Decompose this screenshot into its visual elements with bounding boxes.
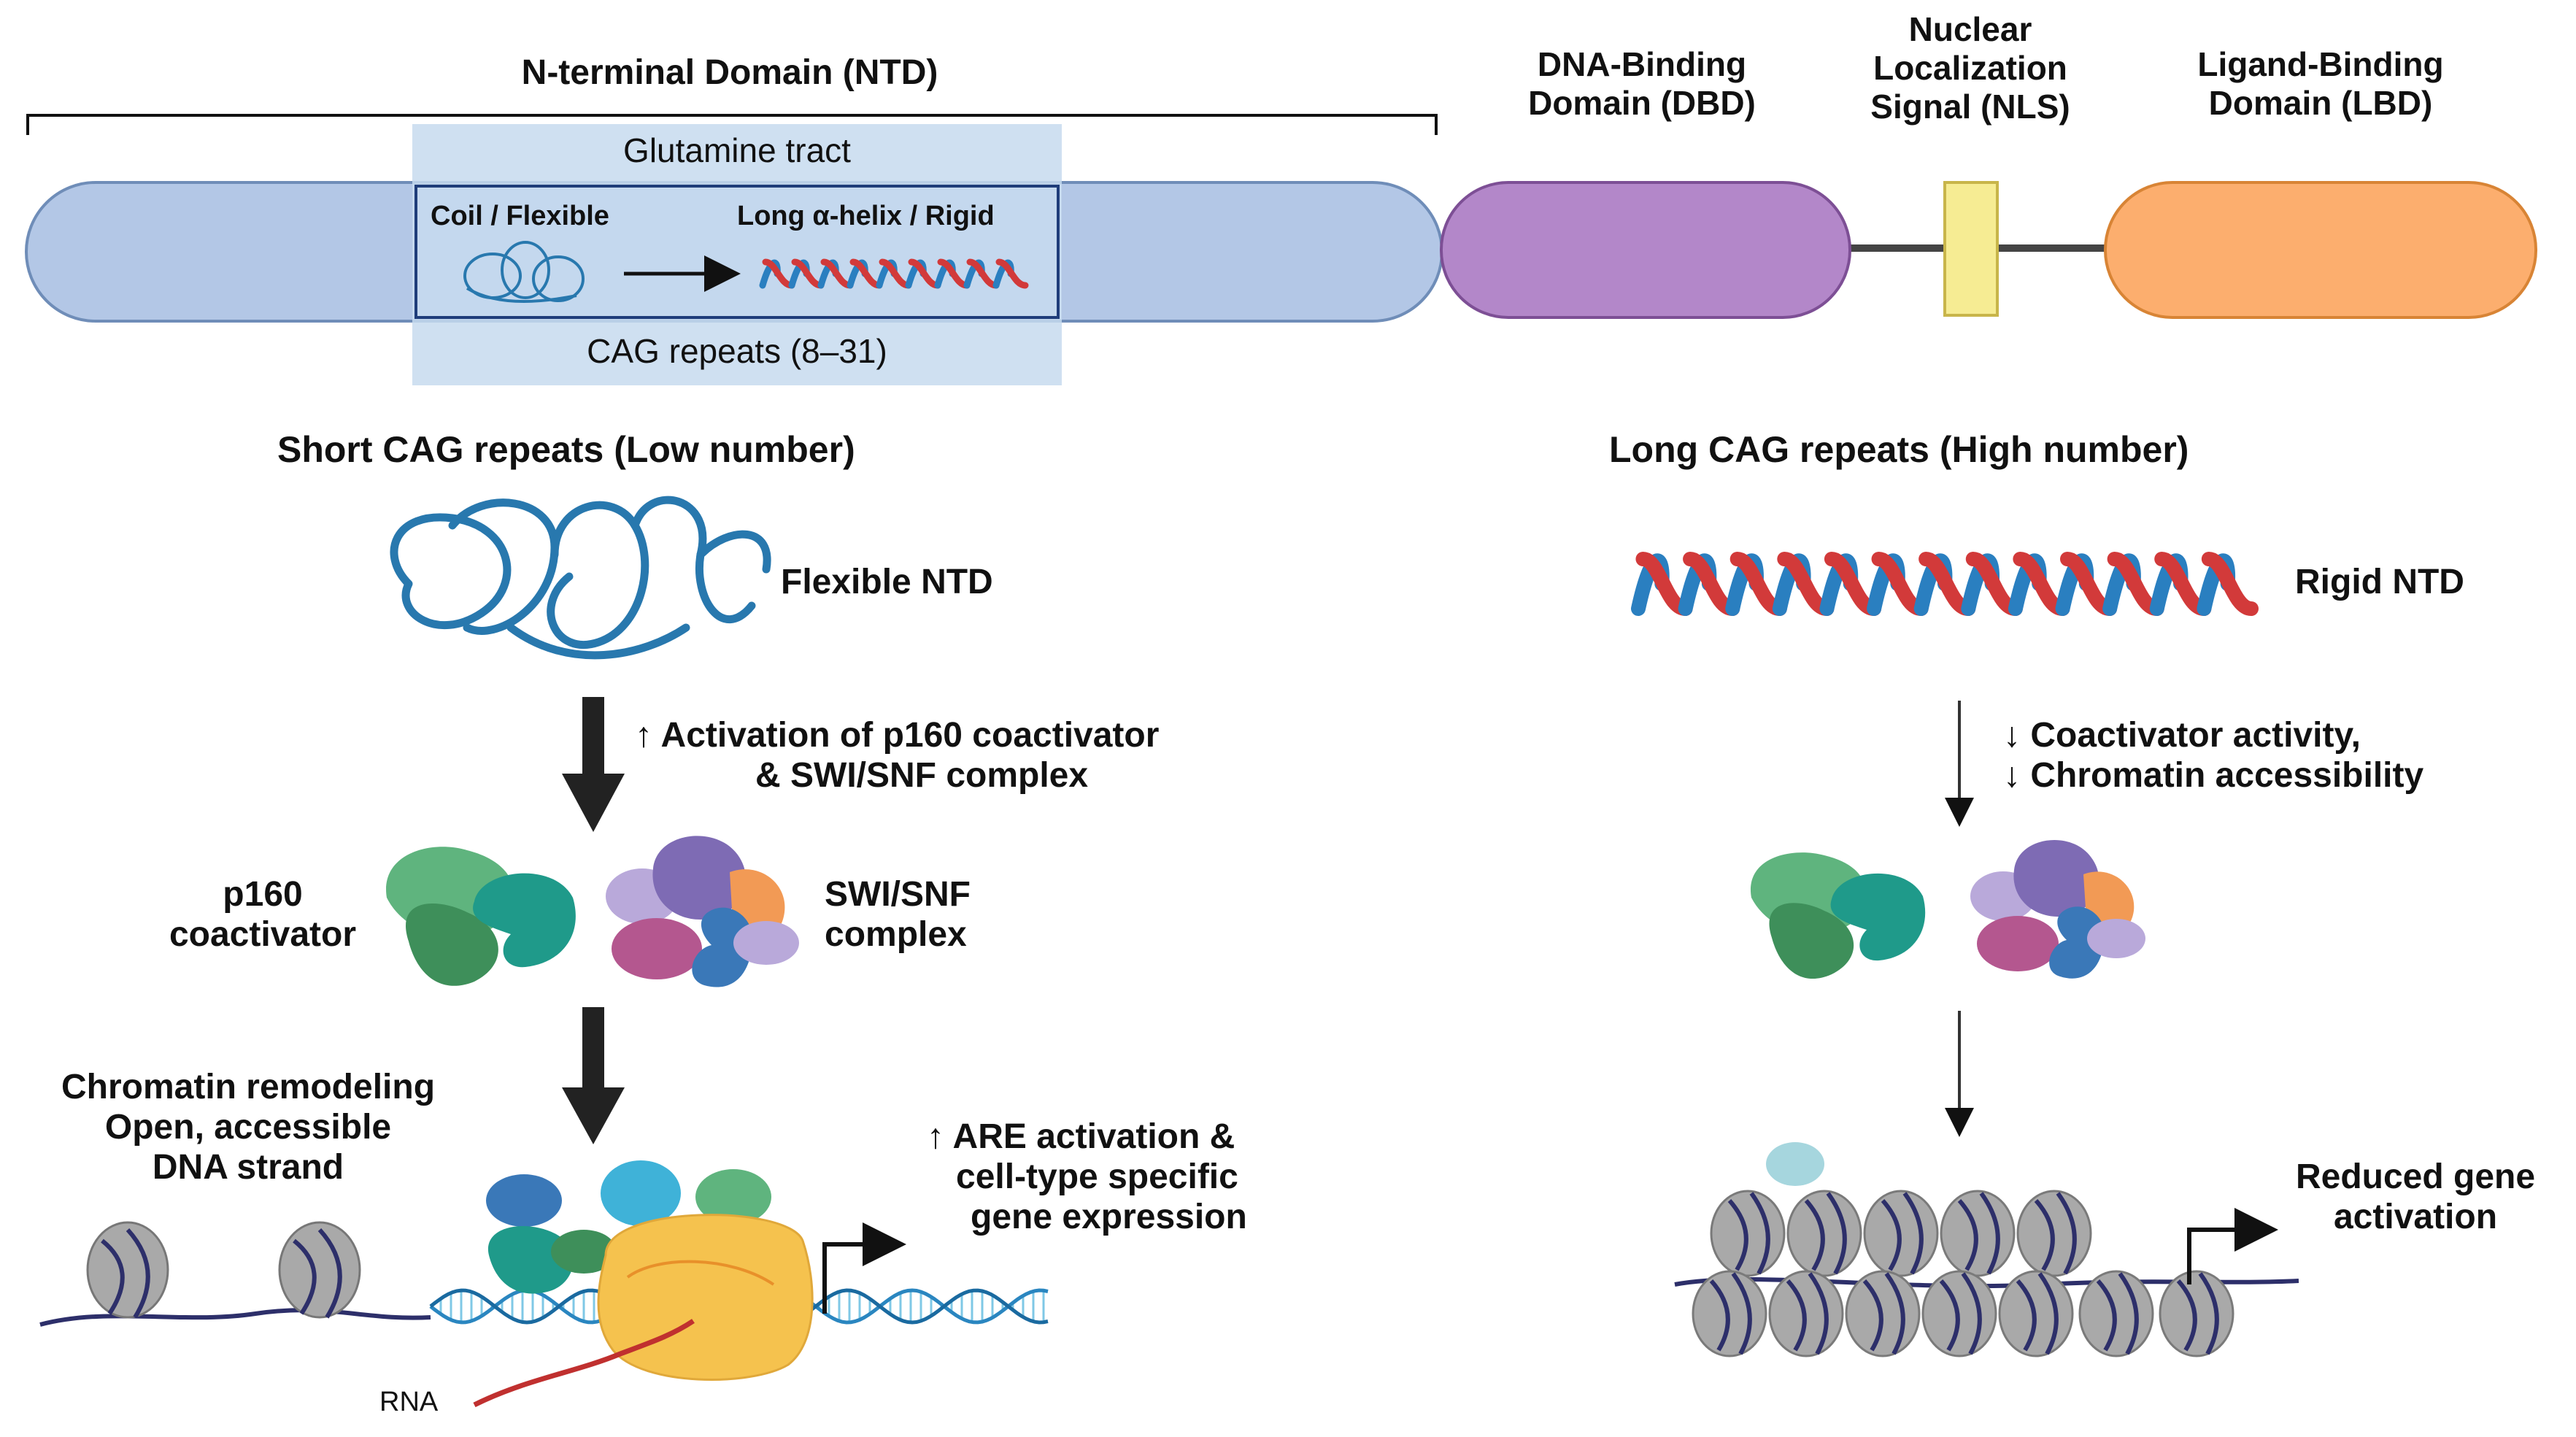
- dbd-title: DNA-Binding Domain (DBD): [1489, 45, 1795, 123]
- swi-snf-complex-right: [1970, 840, 2145, 979]
- helix-rigid-label: Long α-helix / Rigid: [737, 201, 995, 231]
- reduced-activation-label: Reduced gene activation: [2270, 1157, 2561, 1237]
- left-arrow-1: [562, 697, 625, 832]
- nls-line-1: Nuclear: [1908, 10, 2032, 48]
- p160-coactivator-left: [386, 847, 576, 986]
- rna-label: RNA: [379, 1387, 439, 1417]
- left-nucleosome-1: [86, 1221, 169, 1319]
- swi-line-1: SWI/SNF: [825, 875, 971, 914]
- lbd-domain: [2104, 181, 2537, 319]
- small-coil-icon: [463, 241, 585, 303]
- p160-label: p160 coactivator: [139, 874, 387, 955]
- flexible-ntd-label: Flexible NTD: [781, 563, 993, 601]
- left-dna-strand: [39, 1308, 431, 1327]
- nls-line-2: Localization: [1873, 48, 2067, 87]
- chrom-line-1: Chromatin remodeling: [61, 1068, 436, 1106]
- glutamine-tract-title: Glutamine tract: [623, 131, 851, 169]
- rigid-ntd-label: Rigid NTD: [2295, 563, 2464, 601]
- dbd-domain: [1440, 181, 1851, 319]
- glutamine-tract-box: [412, 124, 1062, 385]
- chrom-line-3: DNA strand: [152, 1148, 344, 1187]
- are-activation-label: ↑ ARE activation & cell-type specific ge…: [927, 1117, 1247, 1238]
- reduced-line-1: Reduced gene: [2295, 1157, 2536, 1196]
- swi-snf-complex-left: [606, 836, 799, 987]
- rna-strand: [473, 1319, 695, 1408]
- lbd-line-2: Domain (LBD): [2208, 83, 2433, 122]
- p160-coactivator-right: [1750, 852, 1926, 979]
- swi-snf-label: SWI/SNF complex: [825, 874, 971, 955]
- left-tss-arrow: [822, 1222, 906, 1314]
- nls-title: Nuclear Localization Signal (NLS): [1810, 10, 2131, 126]
- lbd-line-1: Ligand-Binding: [2197, 45, 2444, 83]
- ntd-bracket: [26, 114, 1438, 135]
- rigid-ntd-helix-icon: [1631, 552, 2259, 616]
- long-cag-heading: Long CAG repeats (High number): [1609, 429, 2189, 470]
- flexible-ntd-coil-icon: [390, 496, 771, 660]
- long-arrow-text-1: ↓ Coactivator activity,: [2003, 716, 2361, 755]
- right-nucleosome-cluster: [1692, 1190, 2234, 1357]
- long-arrow-text-2: ↓ Chromatin accessibility: [2003, 756, 2424, 795]
- left-arrow-2: [562, 1007, 625, 1144]
- dbd-line-1: DNA-Binding: [1537, 45, 1747, 83]
- p160-line-2: coactivator: [169, 915, 357, 955]
- lbd-title: Ligand-Binding Domain (LBD): [2153, 45, 2488, 123]
- short-arrow-text-2: & SWI/SNF complex: [755, 756, 1089, 795]
- chromatin-remodeling-label: Chromatin remodeling Open, accessible DN…: [15, 1067, 482, 1188]
- dbd-line-2: Domain (DBD): [1528, 83, 1756, 122]
- swi-line-2: complex: [825, 915, 967, 955]
- glutamine-inner-box: [414, 185, 1060, 319]
- nls-domain: [1943, 181, 1999, 317]
- cag-repeats-label: CAG repeats (8–31): [587, 332, 887, 370]
- short-cag-heading: Short CAG repeats (Low number): [277, 429, 855, 470]
- p160-line-1: p160: [223, 875, 303, 914]
- transcription-complex: [486, 1160, 814, 1381]
- reduced-line-2: activation: [2333, 1198, 2498, 1237]
- left-nucleosome-2: [278, 1221, 361, 1319]
- long-arrow-text: ↓ Coactivator activity, ↓ Chromatin acce…: [2003, 715, 2423, 795]
- are-line-2: cell-type specific: [956, 1157, 1238, 1197]
- chrom-line-2: Open, accessible: [104, 1108, 392, 1147]
- are-line-1: ↑ ARE activation &: [927, 1117, 1235, 1156]
- short-arrow-text-1: ↑ Activation of p160 coactivator: [635, 716, 1160, 755]
- nls-line-3: Signal (NLS): [1870, 87, 2070, 126]
- right-tss-arrow: [2187, 1208, 2278, 1284]
- short-arrow-text: ↑ Activation of p160 coactivator & SWI/S…: [635, 715, 1159, 795]
- right-small-protein: [1766, 1142, 1824, 1186]
- ntd-title: N-terminal Domain (NTD): [521, 53, 938, 92]
- are-line-3: gene expression: [971, 1198, 1247, 1237]
- coil-flexible-label: Coil / Flexible: [431, 201, 609, 231]
- small-helix-icon: [759, 258, 1029, 289]
